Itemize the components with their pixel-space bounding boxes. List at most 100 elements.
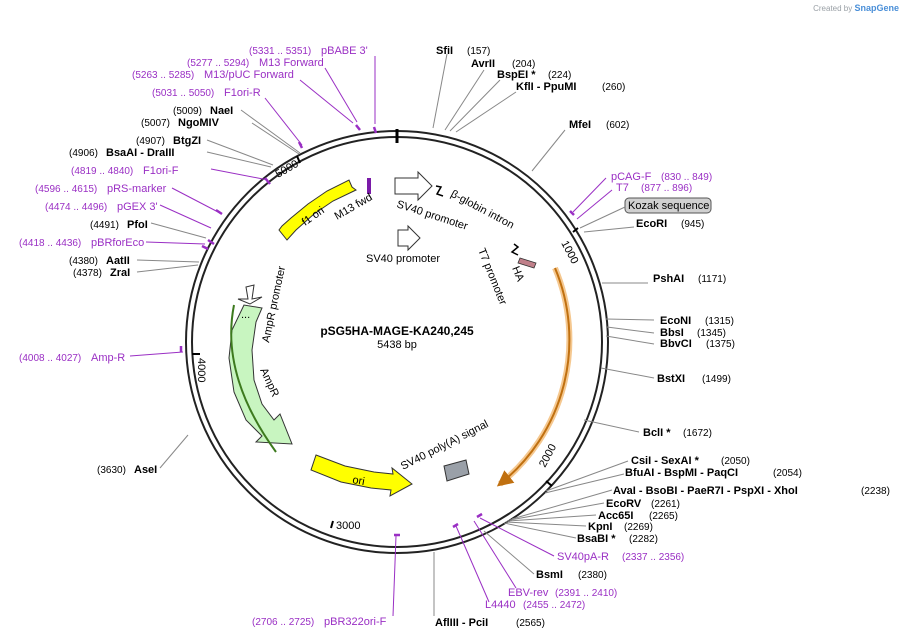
svg-text:(5009): (5009) bbox=[173, 106, 202, 117]
primer-label-amp-r[interactable]: (4008 .. 4027)Amp-R bbox=[19, 352, 125, 364]
svg-text:(224): (224) bbox=[548, 70, 571, 81]
svg-text:BsaAI - DraIII: BsaAI - DraIII bbox=[106, 147, 174, 159]
svg-text:M13/pUC Forward: M13/pUC Forward bbox=[204, 69, 294, 81]
site-label-bsaai-draiii[interactable]: (4906)BsaAI - DraIII bbox=[69, 147, 174, 159]
t7-promoter-marker bbox=[510, 243, 520, 256]
tick-label-5000: 5000 bbox=[274, 158, 301, 181]
svg-text:(2269): (2269) bbox=[624, 522, 653, 533]
primer-label-pbabe3[interactable]: (5331 .. 5351)pBABE 3' bbox=[249, 45, 368, 57]
kozak-label: Kozak sequence bbox=[628, 200, 709, 212]
insert-arc[interactable] bbox=[496, 267, 571, 487]
primer-label-pgex3[interactable]: (4474 .. 4496)pGEX 3' bbox=[45, 201, 158, 213]
site-label-sfii[interactable]: SfiI (157) bbox=[436, 45, 490, 57]
svg-text:(4491): (4491) bbox=[90, 220, 119, 231]
site-label-zrai[interactable]: (4378)ZraI bbox=[73, 267, 130, 279]
site-label-csii-sexai[interactable]: CsiI - SexAI *(2050) bbox=[631, 455, 750, 467]
svg-text:Amp-R: Amp-R bbox=[91, 352, 125, 364]
primer-label-m13-forward[interactable]: (5277 .. 5294)M13 Forward bbox=[187, 57, 324, 69]
site-label-naei[interactable]: (5009)NaeI bbox=[173, 105, 233, 117]
tick-label-2000: 2000 bbox=[537, 442, 559, 469]
site-label-econi[interactable]: EcoNI(1315) bbox=[660, 315, 734, 327]
primer-label-pcag-f[interactable]: pCAG-F(830 .. 849) bbox=[611, 171, 712, 183]
svg-text:CsiI - SexAI *: CsiI - SexAI * bbox=[631, 455, 700, 467]
svg-text:BbsI: BbsI bbox=[660, 327, 684, 339]
svg-text:AatII: AatII bbox=[106, 255, 130, 267]
svg-text:BsmI: BsmI bbox=[536, 569, 563, 581]
site-label-avai-group[interactable]: AvaI - BsoBI - PaeR7I - PspXI - XhoI(223… bbox=[613, 485, 890, 497]
svg-text:BfuAI - BspMI - PaqCI: BfuAI - BspMI - PaqCI bbox=[625, 467, 738, 479]
primer-label-m13-puc-forward[interactable]: (5263 .. 5285)M13/pUC Forward bbox=[132, 69, 294, 81]
svg-text:(5031 .. 5050): (5031 .. 5050) bbox=[152, 88, 214, 99]
site-label-bcli[interactable]: BclI * (1672) bbox=[643, 427, 712, 439]
site-label-mfei[interactable]: MfeI(602) bbox=[569, 119, 629, 131]
svg-text:KflI - PpuMI: KflI - PpuMI bbox=[516, 81, 577, 93]
svg-text:(2706 .. 2725): (2706 .. 2725) bbox=[252, 617, 314, 628]
site-label-asei[interactable]: (3630)AseI bbox=[97, 464, 157, 476]
primer-label-l4440[interactable]: L4440(2455 .. 2472) bbox=[485, 599, 585, 611]
site-label-bbsi[interactable]: BbsI (1345) bbox=[660, 327, 726, 339]
svg-text:F1ori-R: F1ori-R bbox=[224, 87, 261, 99]
site-label-ecori[interactable]: EcoRI(945) bbox=[636, 218, 704, 230]
primer-label-pbrforeco[interactable]: (4418 .. 4436)pBRforEco bbox=[19, 237, 144, 249]
site-label-ngomiv[interactable]: (5007) NgoMIV bbox=[141, 117, 220, 129]
f1-ori-arrow[interactable] bbox=[278, 179, 357, 241]
site-label-bsmi[interactable]: BsmI(2380) bbox=[536, 569, 607, 581]
svg-text:SfiI: SfiI bbox=[436, 45, 453, 57]
site-label-avrii[interactable]: AvrII(204) bbox=[471, 58, 535, 70]
primer-label-t7[interactable]: T7(877 .. 896) bbox=[616, 182, 692, 194]
ampr-promoter-arrow[interactable] bbox=[237, 284, 263, 305]
site-label-kpni[interactable]: KpnI(2269) bbox=[588, 521, 653, 533]
site-label-acc65i[interactable]: Acc65I(2265) bbox=[598, 510, 678, 522]
primer-label-f1ori-f[interactable]: (4819 .. 4840)F1ori-F bbox=[71, 165, 179, 177]
site-label-afliii-pcii[interactable]: AflIII - PciI(2565) bbox=[435, 617, 545, 629]
svg-text:EcoNI: EcoNI bbox=[660, 315, 691, 327]
svg-text:(1672): (1672) bbox=[683, 428, 712, 439]
site-label-btgzi[interactable]: (4907)BtgZI bbox=[136, 135, 201, 147]
m13-fwd-marker bbox=[367, 178, 371, 194]
svg-text:pRS-marker: pRS-marker bbox=[107, 183, 167, 195]
sv40-polya-box[interactable] bbox=[443, 459, 470, 482]
svg-text:(5007): (5007) bbox=[141, 118, 170, 129]
site-label-bfuai-group[interactable]: BfuAI - BspMI - PaqCI(2054) bbox=[625, 467, 802, 479]
svg-text:pBRforEco: pBRforEco bbox=[91, 237, 144, 249]
insert-arc-outline bbox=[498, 266, 573, 487]
svg-text:(157): (157) bbox=[467, 46, 490, 57]
site-label-bstxi[interactable]: BstXI(1499) bbox=[657, 373, 731, 385]
svg-text:NgoMIV: NgoMIV bbox=[178, 117, 220, 129]
site-label-ecorv[interactable]: EcoRV(2261) bbox=[606, 498, 680, 510]
svg-text:PshAI: PshAI bbox=[653, 273, 684, 285]
site-label-pfoi[interactable]: (4491)PfoI bbox=[90, 219, 148, 231]
ha-tag-arrow[interactable] bbox=[517, 257, 537, 269]
primer-label-sv40pa-r[interactable]: SV40pA-R(2337 .. 2356) bbox=[557, 551, 684, 563]
primer-label-pbr322ori-f[interactable]: (2706 .. 2725)pBR322ori-F bbox=[252, 616, 387, 628]
svg-text:Acc65I: Acc65I bbox=[598, 510, 633, 522]
ha-label: HA bbox=[509, 265, 526, 284]
svg-text:pCAG-F: pCAG-F bbox=[611, 171, 652, 183]
site-label-bsabi[interactable]: BsaBI *(2282) bbox=[577, 533, 658, 545]
primer-label-f1ori-r[interactable]: (5031 .. 5050) F1ori-R bbox=[152, 87, 261, 99]
svg-text:(2391 .. 2410): (2391 .. 2410) bbox=[555, 588, 617, 599]
sv40-promoter-arrow-b[interactable] bbox=[397, 224, 421, 252]
svg-text:(1345): (1345) bbox=[697, 328, 726, 339]
sv40-promoter-arrow-a[interactable] bbox=[394, 170, 433, 202]
svg-text:(877 .. 896): (877 .. 896) bbox=[641, 183, 692, 194]
ampr-arrow[interactable] bbox=[228, 304, 293, 445]
ampr-side-arc bbox=[230, 304, 277, 453]
svg-text:BstXI: BstXI bbox=[657, 373, 685, 385]
primer-label-ebv-rev[interactable]: EBV-rev(2391 .. 2410) bbox=[508, 587, 617, 599]
site-label-bspei[interactable]: BspEI *(224) bbox=[497, 69, 571, 81]
plasmid-size: 5438 bp bbox=[377, 339, 417, 351]
site-label-aatii[interactable]: (4380)AatII bbox=[69, 255, 130, 267]
primer-label-prs-marker[interactable]: (4596 .. 4615)pRS-marker bbox=[35, 183, 167, 195]
site-label-kfli-ppumi[interactable]: KflI - PpuMI(260) bbox=[516, 81, 625, 93]
site-label-bbvci[interactable]: BbvCI(1375) bbox=[660, 338, 735, 350]
site-label-pshai[interactable]: PshAI(1171) bbox=[653, 273, 726, 285]
svg-text:(4378): (4378) bbox=[73, 268, 102, 279]
svg-text:(5277 .. 5294): (5277 .. 5294) bbox=[187, 58, 249, 69]
svg-text:(5331 .. 5351): (5331 .. 5351) bbox=[249, 46, 311, 57]
primer-markers bbox=[179, 124, 575, 537]
svg-text:(2282): (2282) bbox=[629, 534, 658, 545]
svg-text:BclI *: BclI * bbox=[643, 427, 671, 439]
ori-arrow[interactable] bbox=[310, 454, 413, 497]
kozak-box[interactable] bbox=[624, 197, 712, 214]
